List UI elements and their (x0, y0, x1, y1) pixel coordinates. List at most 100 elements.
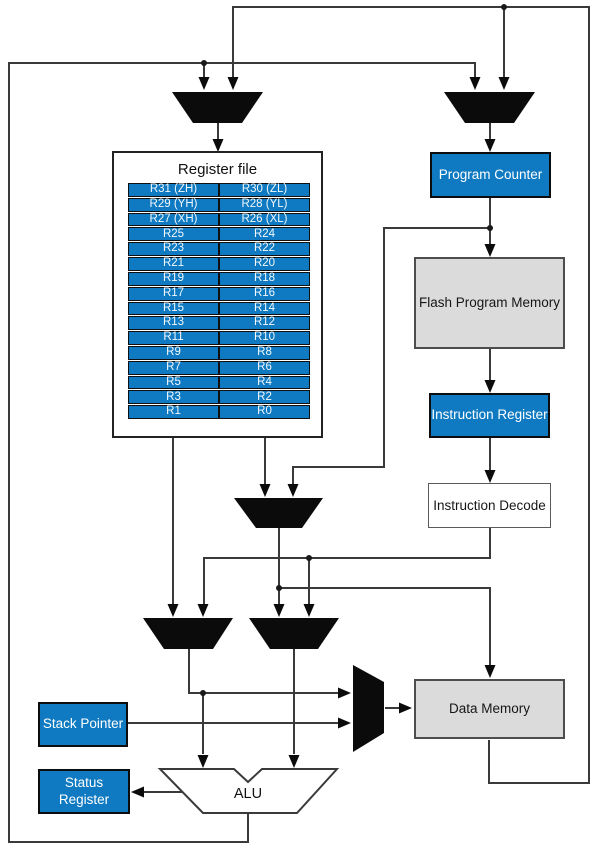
arrowhead (227, 77, 239, 90)
arrowhead (198, 77, 210, 90)
arrowheads (131, 77, 510, 798)
wire-junction-dot (276, 585, 282, 591)
register-cell-r13: R13 (128, 316, 219, 331)
instruction-register-box: Instruction Register (429, 393, 550, 438)
mux-register-file-input (172, 92, 263, 123)
register-cell-r21: R21 (128, 257, 219, 271)
register-cell-r15: R15 (128, 301, 219, 316)
register-cell-r16: R16 (219, 286, 310, 301)
arrowhead (259, 484, 271, 497)
arrowhead (484, 139, 496, 152)
arrowhead (197, 604, 209, 617)
register-cell-r19: R19 (128, 271, 219, 286)
register-cell-r27-xh: R27 (XH) (128, 212, 219, 227)
register-cell-r25: R25 (128, 227, 219, 242)
arrowhead (399, 702, 412, 714)
wire-junction-dot (306, 555, 312, 561)
register-cell-r14: R14 (219, 301, 310, 316)
junction-dots (200, 4, 507, 696)
stack-pointer-box: Stack Pointer (38, 702, 128, 747)
arrowhead (197, 755, 209, 768)
mux-alu-source-b (249, 618, 339, 649)
register-cell-r2: R2 (219, 390, 310, 405)
register-row: R29 (YH)R28 (YL) (128, 197, 310, 212)
register-cell-r10: R10 (219, 331, 310, 345)
arrowhead (338, 687, 351, 699)
register-cell-r12: R12 (219, 316, 310, 331)
arrowhead (212, 139, 224, 152)
register-cell-r18: R18 (219, 271, 310, 286)
register-cell-r7: R7 (128, 360, 219, 375)
wire-data-memory-loop (232, 6, 590, 784)
register-cell-r4: R4 (219, 375, 310, 390)
alu-label: ALU (233, 786, 263, 802)
wire-operand-and-address (278, 528, 491, 668)
arrowhead (469, 77, 481, 90)
arrowhead (484, 244, 496, 257)
flash-program-memory-box: Flash Program Memory (414, 257, 565, 349)
register-cell-r1: R1 (128, 405, 219, 419)
arrowhead (167, 604, 179, 617)
arrowhead (303, 604, 315, 617)
wire-pc-chain (264, 198, 491, 487)
register-table: R31 (ZH)R30 (ZL)R29 (YH)R28 (YL)R27 (XH)… (128, 183, 310, 419)
arrowhead (484, 470, 496, 483)
multiplexers (143, 92, 535, 752)
data-memory-box: Data Memory (414, 679, 565, 739)
alu-shape (157, 768, 340, 814)
register-cell-r3: R3 (128, 390, 219, 405)
wire-junction-dot (201, 60, 207, 66)
program-counter-box: Program Counter (430, 152, 551, 198)
register-cell-r22: R22 (219, 242, 310, 257)
mux-alu-source-a (143, 618, 233, 649)
status-register-box: Status Register (38, 769, 130, 814)
register-cell-r9: R9 (128, 345, 219, 360)
register-cell-r5: R5 (128, 375, 219, 390)
register-cell-r30-zl: R30 (ZL) (219, 183, 310, 197)
register-cell-r29-yh: R29 (YH) (128, 197, 219, 212)
register-row: R31 (ZH)R30 (ZL) (128, 183, 310, 197)
mux-data-memory-input (353, 665, 384, 752)
arrowhead (273, 604, 285, 617)
register-file-box: Register file R31 (ZH)R30 (ZL)R29 (YH)R2… (112, 151, 323, 438)
register-cell-r20: R20 (219, 257, 310, 271)
wire-decode-controls (172, 438, 491, 607)
register-cell-r26-xl: R26 (XL) (219, 212, 310, 227)
register-row: R27 (XH)R26 (XL) (128, 212, 310, 227)
arrowhead (484, 380, 496, 393)
arrowhead (287, 484, 299, 497)
arrowhead (338, 717, 351, 729)
wire-mux-outputs (217, 123, 491, 141)
wire-junction-dot (487, 225, 493, 231)
register-cell-r17: R17 (128, 286, 219, 301)
wire-bottom-section (128, 649, 400, 793)
wire-junction-dot (501, 4, 507, 10)
register-cell-r8: R8 (219, 345, 310, 360)
arrowhead (131, 786, 144, 798)
register-cell-r11: R11 (128, 331, 219, 345)
wire-junction-dot (200, 690, 206, 696)
mux-program-counter-input (444, 92, 535, 123)
register-cell-r31-zh: R31 (ZH) (128, 183, 219, 197)
arrowhead (484, 665, 496, 678)
mux-operand-select (234, 498, 323, 528)
register-file-title: Register file (177, 161, 258, 178)
register-cell-r23: R23 (128, 242, 219, 257)
arrowhead (288, 755, 300, 768)
register-cell-r6: R6 (219, 360, 310, 375)
